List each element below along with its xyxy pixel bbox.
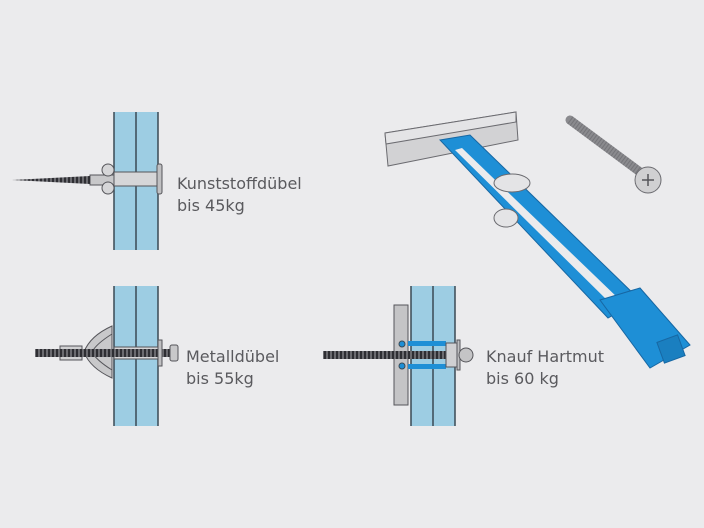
anchor-name: Kunststoffdübel [177, 174, 302, 193]
metal-anchor-illustration [35, 286, 179, 426]
anchor-load: bis 45kg [177, 196, 245, 215]
hartmut-anchor-label: Knauf Hartmut bis 60 kg [486, 346, 604, 390]
anchor-load: bis 55kg [186, 369, 254, 388]
anchor-name: Metalldübel [186, 347, 280, 366]
anchor-name: Knauf Hartmut [486, 347, 604, 366]
screw-illustration [565, 115, 662, 194]
plastic-anchor-label: Kunststoffdübel bis 45kg [177, 173, 302, 217]
plastic-anchor-illustration [12, 112, 163, 250]
metal-anchor-label: Metalldübel bis 55kg [186, 346, 279, 390]
hartmut-anchor-3d-illustration [384, 111, 691, 369]
anchor-load: bis 60 kg [486, 369, 559, 388]
hartmut-anchor-section-illustration [323, 286, 474, 426]
